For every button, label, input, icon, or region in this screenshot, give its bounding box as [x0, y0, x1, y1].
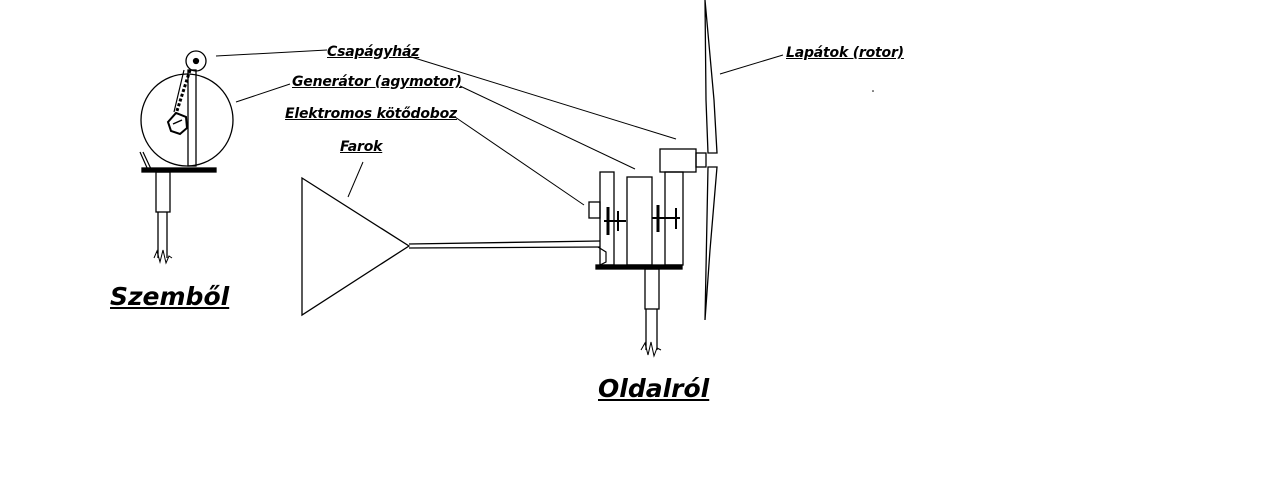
front-generator-circle — [140, 73, 234, 167]
front-shaft-plate — [187, 69, 197, 167]
rotor-blade-lower — [704, 166, 718, 321]
label-blades: Lapátok (rotor) — [786, 45, 904, 61]
generator-body — [626, 176, 653, 266]
view-title-side: Oldalról — [598, 374, 710, 403]
label-bearing-housing: Csapágyház — [327, 44, 420, 60]
label-tail: Farok — [340, 139, 383, 155]
front-sprocket — [166, 111, 189, 136]
label-junction-box: Elektromos kötődoboz — [285, 106, 457, 122]
tail-boom — [408, 240, 601, 245]
front-chain — [174, 69, 192, 115]
leader-lines — [215, 49, 784, 206]
side-pole-upper — [644, 268, 660, 310]
rotor-hub — [695, 152, 707, 168]
side-base-plate — [595, 264, 683, 270]
front-view — [139, 50, 234, 265]
front-pole-upper — [155, 171, 171, 213]
view-title-front: Szemből — [110, 282, 230, 311]
rotor-blade-upper — [704, 0, 718, 154]
front-base-plate — [141, 167, 217, 173]
label-generator: Generátor (agymotor) — [292, 74, 462, 90]
tail-fin — [301, 176, 411, 317]
front-bearing-hub — [192, 57, 200, 65]
junction-box — [588, 201, 601, 219]
front-chain-2 — [173, 69, 185, 113]
bearing-housing — [659, 148, 697, 173]
side-view — [301, 0, 718, 358]
